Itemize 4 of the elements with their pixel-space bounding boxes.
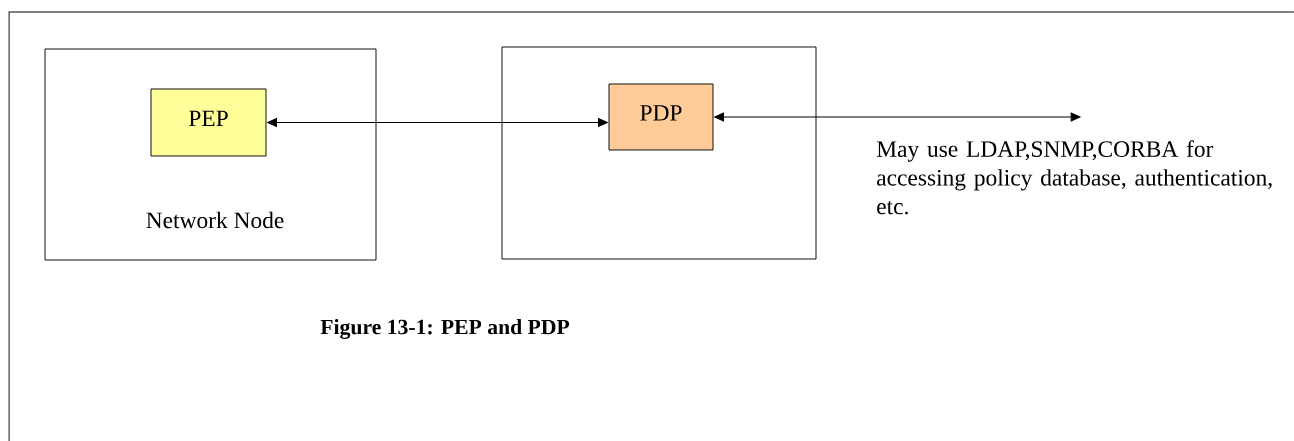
caption: Figure 13-1: PEP and PDP bbox=[320, 319, 570, 339]
note-text: May use LDAP,SNMP,CORBA for accessing policy database, authentication, etc. bbox=[876, 140, 1272, 215]
component-box: PEP bbox=[150, 88, 267, 157]
component-box: PDP bbox=[608, 83, 714, 151]
